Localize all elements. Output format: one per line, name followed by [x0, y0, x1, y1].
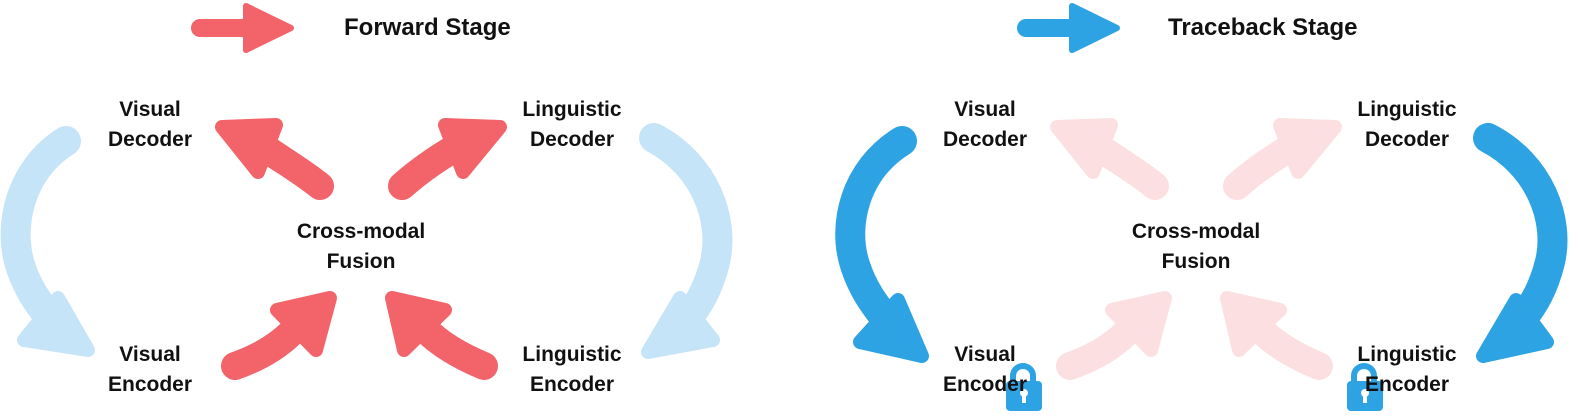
linguistic-encoder-lock-icon — [1347, 363, 1383, 411]
traceback-visual-decoder-line1: Visual — [954, 98, 1016, 121]
traceback-faded-arrow-from-visual-encoder-icon — [1056, 291, 1172, 380]
traceback-visual-encoder-label: Visual Encoder — [927, 340, 1043, 400]
traceback-visual-encoder-line2: Encoder — [942, 373, 1028, 396]
traceback-linguistic-decoder-line1: Linguistic — [1357, 98, 1457, 121]
forward-fusion-line1: Cross-modal — [296, 220, 426, 243]
forward-fusion-label: Cross-modal Fusion — [286, 217, 436, 277]
forward-linguistic-decoder-line2: Decoder — [529, 128, 615, 151]
forward-arrow-to-visual-decoder-icon — [215, 118, 334, 200]
forward-left-curve-arrow-icon — [0, 126, 95, 357]
forward-visual-decoder-label: Visual Decoder — [92, 95, 208, 155]
traceback-linguistic-decoder-label: Linguistic Decoder — [1347, 95, 1467, 155]
traceback-faded-arrow-to-linguistic-decoder-icon — [1223, 118, 1342, 200]
forward-stage-title: Forward Stage — [344, 14, 511, 41]
forward-visual-encoder-line2: Encoder — [107, 373, 193, 396]
traceback-linguistic-encoder-line1: Linguistic — [1357, 343, 1457, 366]
traceback-linguistic-encoder-label: Linguistic Encoder — [1347, 340, 1467, 400]
forward-linguistic-encoder-line2: Encoder — [529, 373, 615, 396]
visual-encoder-lock-icon — [1006, 363, 1042, 411]
traceback-linguistic-decoder-line2: Decoder — [1364, 128, 1450, 151]
forward-visual-decoder-line1: Visual — [119, 98, 181, 121]
forward-linguistic-encoder-line1: Linguistic — [522, 343, 622, 366]
traceback-faded-arrow-from-linguistic-encoder-icon — [1220, 291, 1333, 380]
forward-visual-decoder-line2: Decoder — [107, 128, 193, 151]
legend-forward-arrow-icon — [191, 3, 294, 53]
forward-right-curve-arrow-icon — [639, 123, 733, 359]
traceback-fusion-line1: Cross-modal — [1131, 220, 1261, 243]
legend-traceback-arrow-icon — [1017, 3, 1120, 53]
forward-arrow-to-linguistic-decoder-icon — [388, 118, 507, 200]
traceback-left-curve-arrow-icon — [835, 126, 929, 363]
traceback-stage-title: Traceback Stage — [1168, 14, 1358, 41]
forward-fusion-line2: Fusion — [326, 250, 396, 273]
forward-linguistic-decoder-line1: Linguistic — [522, 98, 622, 121]
forward-linguistic-decoder-label: Linguistic Decoder — [512, 95, 632, 155]
traceback-visual-encoder-line1: Visual — [954, 343, 1016, 366]
traceback-linguistic-encoder-line2: Encoder — [1364, 373, 1450, 396]
traceback-fusion-line2: Fusion — [1161, 250, 1231, 273]
traceback-fusion-label: Cross-modal Fusion — [1121, 217, 1271, 277]
forward-arrow-from-linguistic-encoder-icon — [385, 291, 498, 380]
forward-visual-encoder-line1: Visual — [119, 343, 181, 366]
traceback-right-curve-arrow-icon — [1473, 123, 1568, 363]
forward-visual-encoder-label: Visual Encoder — [92, 340, 208, 400]
traceback-visual-decoder-line2: Decoder — [942, 128, 1028, 151]
forward-arrow-from-visual-encoder-icon — [221, 291, 337, 380]
traceback-visual-decoder-label: Visual Decoder — [927, 95, 1043, 155]
traceback-faded-arrow-to-visual-decoder-icon — [1050, 118, 1169, 200]
forward-linguistic-encoder-label: Linguistic Encoder — [512, 340, 632, 400]
